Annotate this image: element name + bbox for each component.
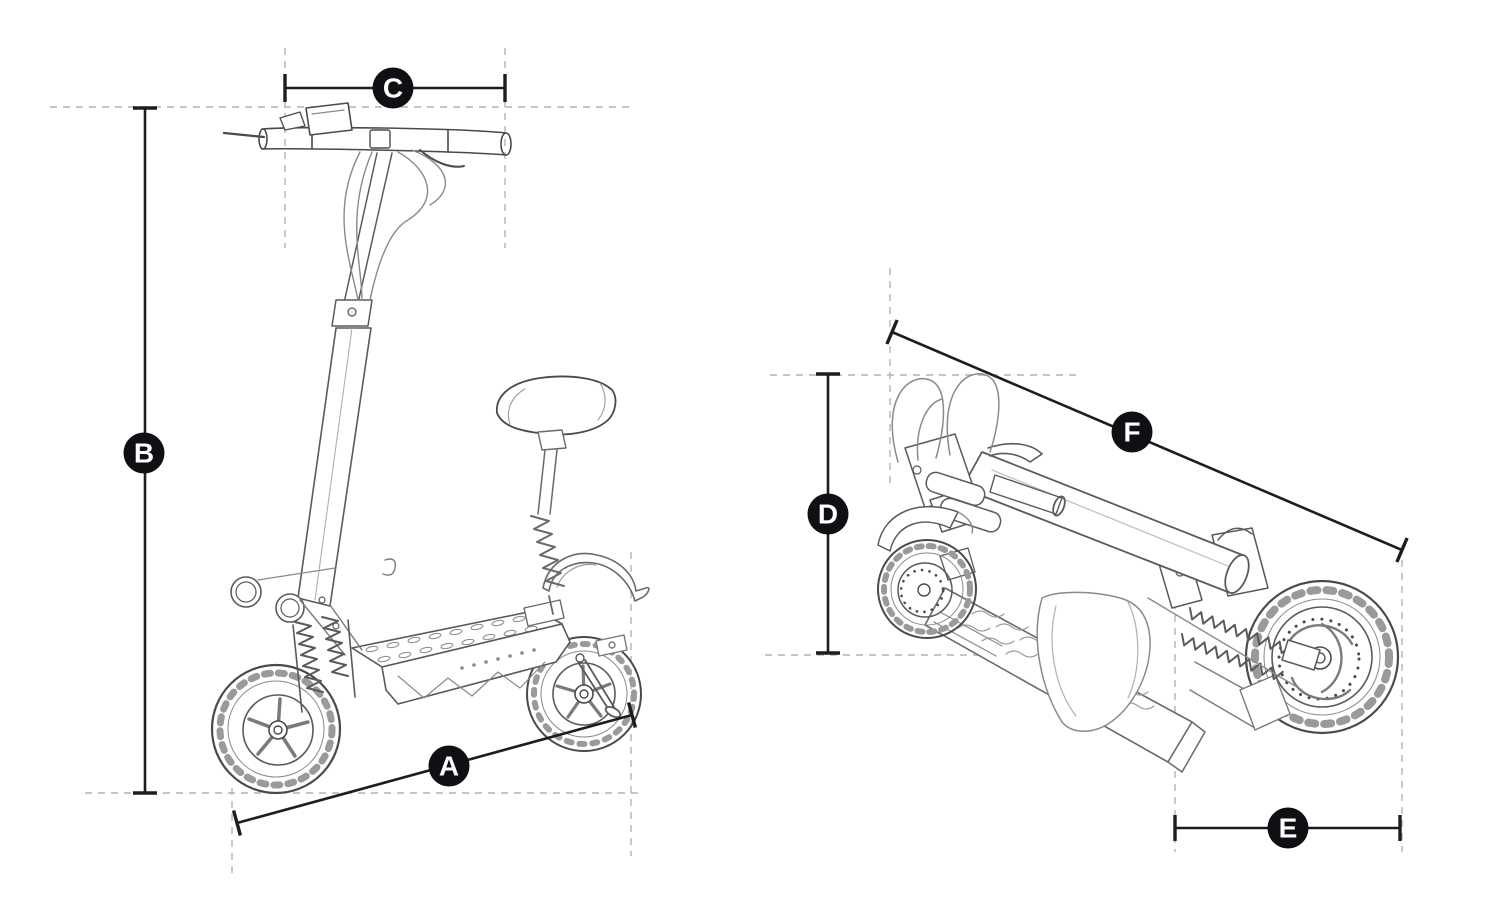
deck-side [381, 623, 571, 705]
folded-mudguard [1036, 591, 1151, 732]
stem-tube [297, 327, 372, 607]
kickstand [575, 653, 622, 719]
handlebar [222, 102, 512, 168]
swingarm [1189, 661, 1291, 731]
folded-cables [891, 373, 1000, 463]
deck-truss [397, 661, 546, 699]
rear-axle-bracket [595, 634, 628, 657]
brake-cables [343, 149, 447, 301]
front-spring-left [294, 621, 324, 693]
seat-post [523, 449, 565, 627]
rear-suspension [1147, 597, 1321, 691]
deck-vents [460, 648, 536, 670]
frame-hook [382, 558, 396, 576]
deck [351, 609, 571, 705]
rear-fender [542, 552, 650, 602]
brake-line [1147, 597, 1303, 691]
seat-clamp [537, 429, 567, 451]
folded-grip-2 [939, 497, 1002, 533]
front-brake-disc [899, 568, 945, 614]
seat-assembly [496, 375, 617, 627]
dimension-label-f: F [1111, 411, 1153, 453]
folded-stem [961, 451, 1250, 594]
dimension-label-d: D [807, 493, 849, 535]
dimension-label-b: B [123, 432, 165, 474]
bar-clamp [369, 129, 391, 149]
folded-front-wheel [877, 539, 977, 639]
headlights [230, 558, 396, 656]
deck-grip-pattern [365, 615, 538, 663]
folded-scooter-sketch [877, 373, 1400, 773]
unfolded-scooter-sketch [210, 102, 650, 795]
left-brake-lever [222, 131, 266, 139]
front-spring-right [321, 616, 349, 677]
front-wheel [210, 663, 342, 795]
dimension-label-e: E [1267, 807, 1309, 849]
seat [496, 375, 617, 436]
right-brake-lever [419, 149, 465, 168]
deck-end-cap [1167, 721, 1206, 773]
folded-brake-lever [987, 442, 1043, 463]
dimension-label-a: A [428, 745, 470, 787]
dimension-label-c: C [372, 67, 414, 109]
front-suspension [292, 616, 356, 713]
seat-spring [530, 515, 565, 587]
stem [297, 152, 393, 607]
display-console [305, 102, 353, 136]
rear-wheel [526, 636, 642, 752]
spring-upper [1189, 607, 1292, 655]
folding-clamp [331, 299, 373, 327]
spring-lower [1181, 633, 1284, 681]
